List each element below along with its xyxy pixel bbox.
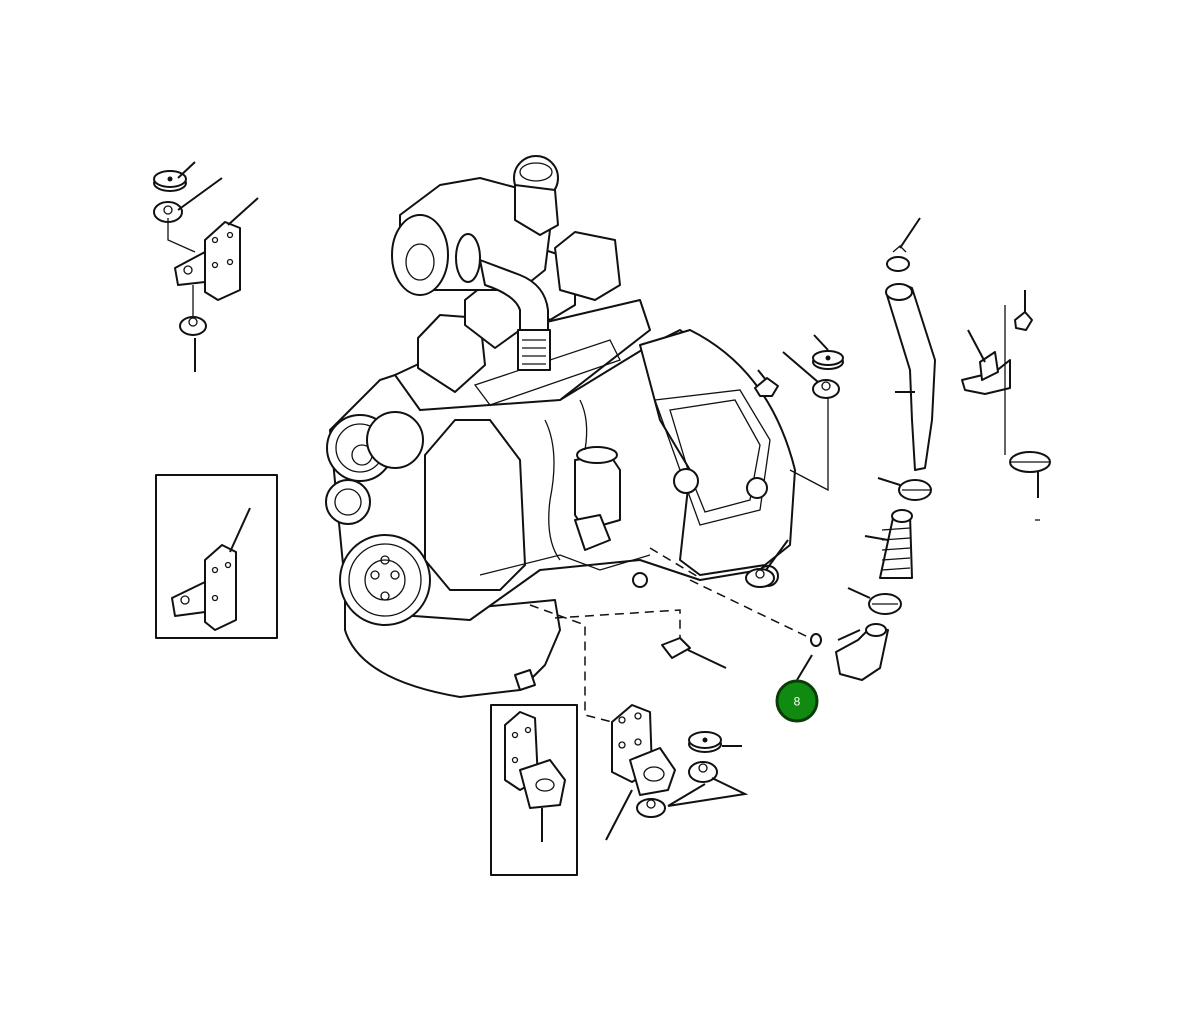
inset-bottom-bracket	[490, 704, 578, 876]
bottom-mount-assembly	[529, 604, 749, 841]
top-left-mount-assembly	[153, 161, 259, 372]
engine-assembly	[325, 231, 796, 698]
turbocharger	[391, 155, 559, 371]
right-hose-assembly	[649, 217, 1051, 681]
inset-left-bracket	[155, 474, 278, 639]
callout-8-badge[interactable]	[775, 679, 819, 723]
callout-8[interactable]: 8	[775, 654, 819, 723]
callout-8-label: 8	[794, 695, 801, 709]
